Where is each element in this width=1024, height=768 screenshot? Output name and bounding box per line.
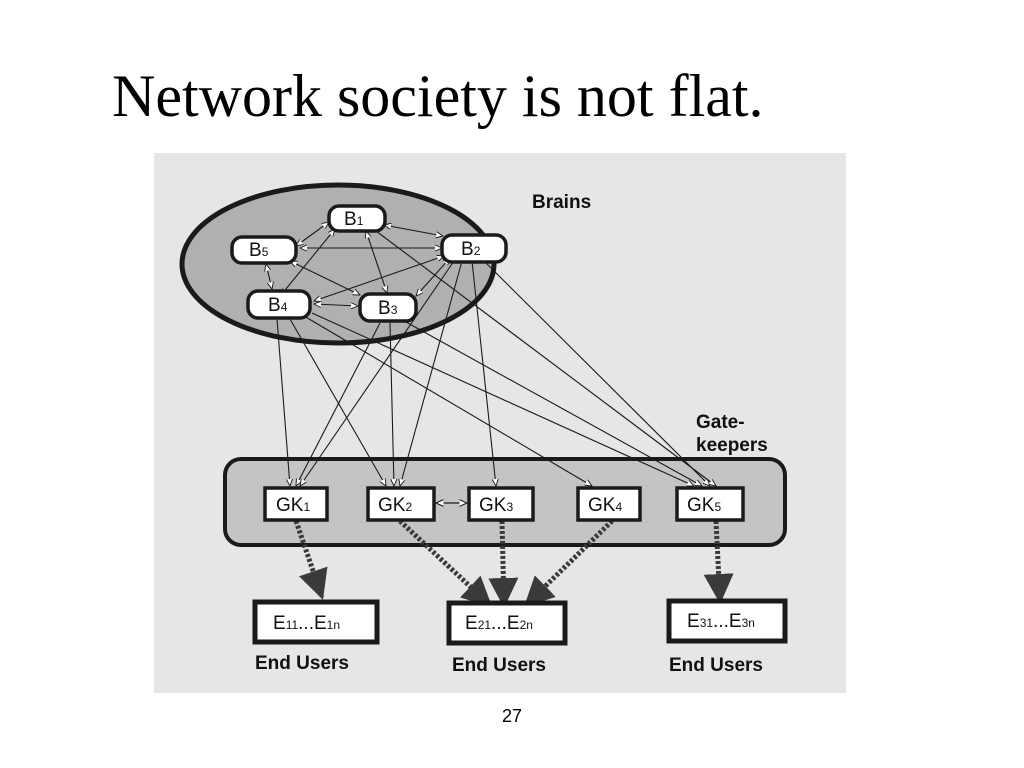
end-users-label-3: End Users	[669, 655, 763, 676]
svg-text:GK4: GK4	[588, 495, 622, 516]
brain-links	[266, 222, 450, 306]
link-b3-gk2	[389, 322, 394, 486]
svg-text:E21...E2n: E21...E2n	[465, 613, 533, 634]
gatekeeper-node-gk1: GK1	[263, 486, 329, 522]
link-b2-gk5	[481, 258, 710, 486]
network-diagram: Brains Gate- keepers	[154, 153, 846, 693]
brain-node-b1: B1	[327, 204, 387, 233]
link-gk1-e1	[293, 520, 328, 600]
link-b2-gk2	[400, 260, 463, 486]
link-b4-b3	[314, 304, 358, 306]
brain-gatekeeper-links	[276, 230, 716, 487]
gatekeeper-node-gk3: GK3	[467, 486, 535, 522]
svg-text:B4: B4	[268, 295, 288, 316]
link-b1-gk5	[375, 230, 716, 486]
link-b4-gk4	[303, 315, 592, 486]
link-b5-b4	[266, 264, 272, 289]
link-b2-gk3	[471, 260, 496, 486]
link-b5-b3	[290, 261, 360, 295]
network-diagram-svg: Brains Gate- keepers	[154, 153, 846, 693]
svg-text:B3: B3	[378, 298, 398, 319]
link-gk3-e2	[488, 520, 519, 608]
gatekeeper-node-gk5: GK5	[675, 486, 745, 522]
gatekeeper-enduser-links	[293, 519, 734, 608]
link-b4-gk1	[276, 318, 290, 486]
brain-node-b2: B2	[440, 233, 508, 264]
link-gk4-e2	[523, 519, 614, 608]
end-users-label-2: End Users	[452, 655, 546, 676]
link-b2-gk1	[300, 260, 455, 486]
link-b4-gk2	[289, 318, 386, 486]
gatekeeper-node-gk2: GK2	[366, 486, 436, 522]
brain-node-b4: B4	[246, 289, 312, 320]
svg-text:GK1: GK1	[276, 495, 310, 516]
svg-text:B5: B5	[249, 240, 269, 261]
slide-title: Network society is not flat.	[112, 63, 764, 129]
link-gk5-e3	[703, 520, 734, 604]
svg-text:GK2: GK2	[378, 495, 412, 516]
end-user-box-3: E31...E3n End Users	[666, 598, 788, 676]
svg-text:E11...E1n: E11...E1n	[273, 613, 340, 634]
end-user-box-1: E11...E1n End Users	[252, 599, 380, 674]
end-user-box-2: E21...E2n End Users	[446, 600, 568, 676]
brain-node-b3: B3	[358, 292, 418, 323]
link-b3-gk5	[405, 321, 702, 486]
link-b1-b2	[384, 225, 443, 236]
link-b3-gk1	[296, 322, 381, 486]
gatekeeper-node-gk4: GK4	[576, 486, 642, 522]
page-number: 27	[501, 706, 523, 726]
end-users-label-1: End Users	[255, 653, 349, 674]
brain-node-b5: B5	[230, 235, 298, 265]
link-gk2-e2	[398, 519, 493, 608]
gatekeepers-label-line2: keepers	[696, 435, 768, 456]
brains-label: Brains	[532, 192, 591, 213]
svg-text:B2: B2	[461, 239, 481, 260]
svg-text:E31...E3n: E31...E3n	[687, 611, 755, 632]
svg-text:GK5: GK5	[687, 495, 721, 516]
link-b4-gk5	[311, 312, 694, 487]
gatekeepers-label-line1: Gate-	[696, 412, 745, 433]
svg-text:B1: B1	[344, 209, 364, 230]
svg-text:GK3: GK3	[479, 495, 513, 516]
